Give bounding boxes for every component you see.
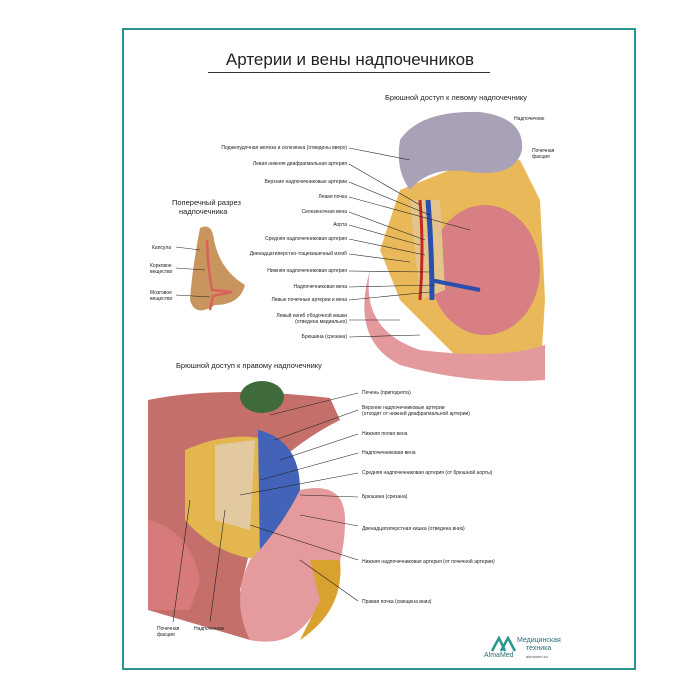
label: Нижняя надпочечниковая артерия (от почеч… xyxy=(362,559,495,565)
label: Печень (приподнята) xyxy=(362,390,411,396)
almamed-logo-icon xyxy=(490,636,517,652)
label: Почечная xyxy=(157,626,180,632)
label: (отведена медиально) xyxy=(295,319,347,325)
right-adrenal-illustration xyxy=(148,381,345,642)
left-adrenal-illustration xyxy=(364,111,545,381)
label: вещество xyxy=(150,296,173,302)
label: Верхние надпочечниковые артерии xyxy=(264,179,347,185)
label: фасция xyxy=(532,154,550,160)
right-section-heading: Брюшной доступ к правому надпочечнику xyxy=(176,361,322,370)
label: Поджелудочная железа и селезенка (отведе… xyxy=(221,145,347,151)
label: Средняя надпочечниковая артерия (от брюш… xyxy=(362,470,493,476)
label: Двенадцатиперстно-тощекишечный изгиб xyxy=(249,251,347,257)
label: Нижняя полая вена xyxy=(362,431,408,437)
label: Левые почечные артерии и вена xyxy=(271,297,347,303)
cross-section-illustration xyxy=(190,226,245,311)
label: Двенадцатиперстная кишка (отведена вниз) xyxy=(362,526,465,532)
logo-line1: Медицинская xyxy=(517,637,561,644)
label: Правая почка (смещена вниз) xyxy=(362,599,432,605)
logo-line2: техника xyxy=(526,645,552,652)
cross-section-heading: Поперечный разрез xyxy=(172,198,241,207)
label: Надпочечниковая вена xyxy=(362,450,416,456)
poster-title: Артерии и вены надпочечников xyxy=(225,50,475,69)
label: Почечная xyxy=(532,148,555,154)
left-section-heading: Брюшной доступ к левому надпочечнику xyxy=(385,93,528,102)
label: Корковое xyxy=(150,263,172,269)
poster-border xyxy=(122,28,636,670)
label: Левая почка xyxy=(318,194,347,200)
label: Средняя надпочечниковая артерия xyxy=(264,236,347,242)
label: вещество xyxy=(150,269,173,275)
label: Селезеночная вена xyxy=(301,209,347,215)
label: Брюшина (срезана) xyxy=(301,334,347,340)
label: Левая нижняя диафрагмальная артерия xyxy=(252,161,347,167)
label: Капсула xyxy=(152,245,171,251)
label: Надпочечник xyxy=(514,116,545,122)
label: Надпочечниковая вена xyxy=(293,284,348,290)
logo-brand: AlmaMed xyxy=(484,652,514,659)
label: Мозговое xyxy=(150,290,172,296)
cross-section-heading: надпочечника xyxy=(179,207,228,216)
title-underline xyxy=(208,72,490,73)
label: Левый изгиб ободочной кишки xyxy=(276,313,347,319)
label: Верхние надпочечниковые артерии xyxy=(362,405,445,411)
label: фасция xyxy=(157,632,175,638)
label: Надпочечник xyxy=(194,626,225,632)
leader-lines xyxy=(172,147,471,623)
label: Брюшина (срезана) xyxy=(362,494,408,500)
logo-site: almamed.su xyxy=(526,654,548,659)
label: (отходят от нижней диафрагмальной артери… xyxy=(362,411,470,417)
label: Аорта xyxy=(333,222,347,228)
label: Нижняя надпочечниковая артерия xyxy=(267,268,347,274)
